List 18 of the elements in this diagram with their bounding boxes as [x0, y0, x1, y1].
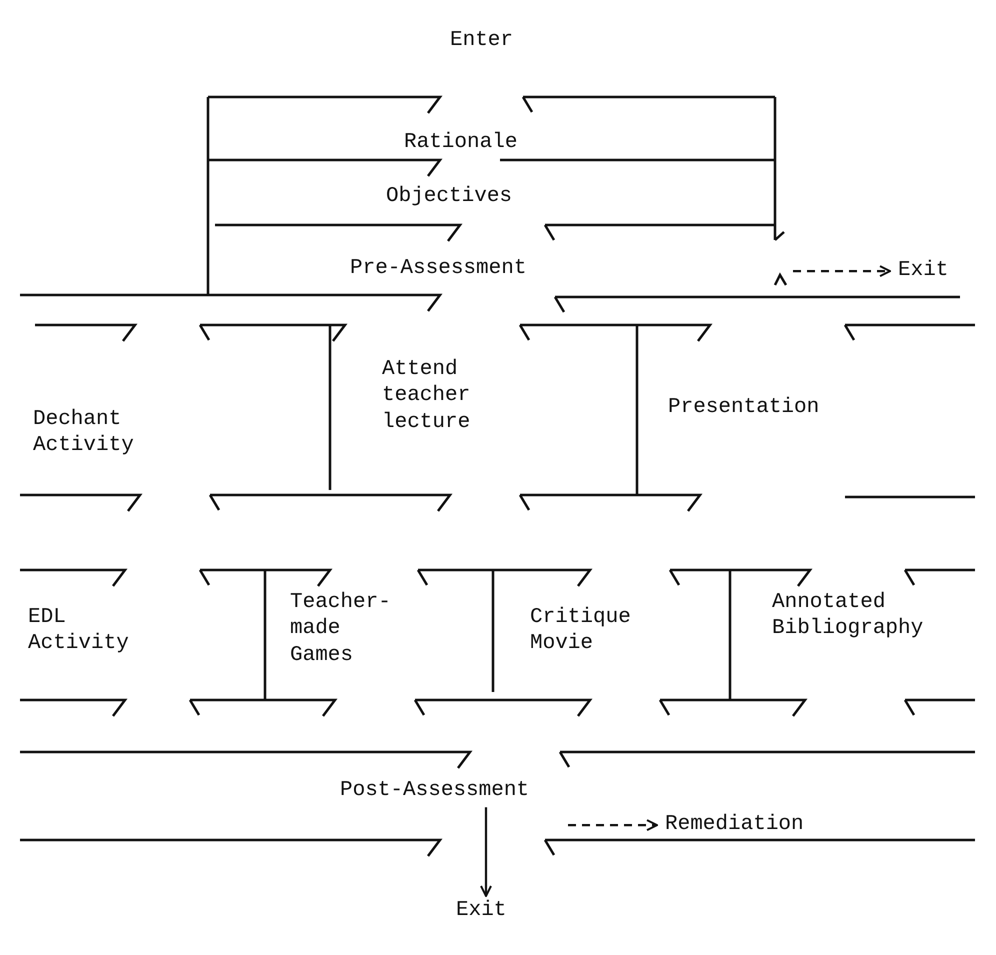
step-label: Annotated Bibliography: [772, 590, 932, 642]
arrow: [480, 807, 492, 897]
step-label: Attend teacher lecture: [382, 357, 482, 436]
arrow: [793, 265, 891, 278]
step-label: Post-Assessment: [340, 778, 540, 804]
step-label: Teacher-made Games: [290, 590, 408, 669]
step-label: Objectives: [386, 184, 536, 210]
arrow: [568, 819, 658, 832]
step-label: EDL Activity: [28, 605, 153, 658]
step-label: Critique Movie: [530, 605, 650, 658]
step-label: Exit: [456, 898, 516, 924]
step-label: Pre-Assessment: [350, 256, 550, 282]
step-label: Enter: [450, 28, 520, 54]
step-label: Rationale: [404, 130, 544, 156]
step-label: Remediation: [665, 812, 825, 838]
step-label: Presentation: [668, 395, 838, 422]
step-label: Exit: [898, 258, 958, 284]
step-label: Dechant Activity: [33, 407, 168, 460]
